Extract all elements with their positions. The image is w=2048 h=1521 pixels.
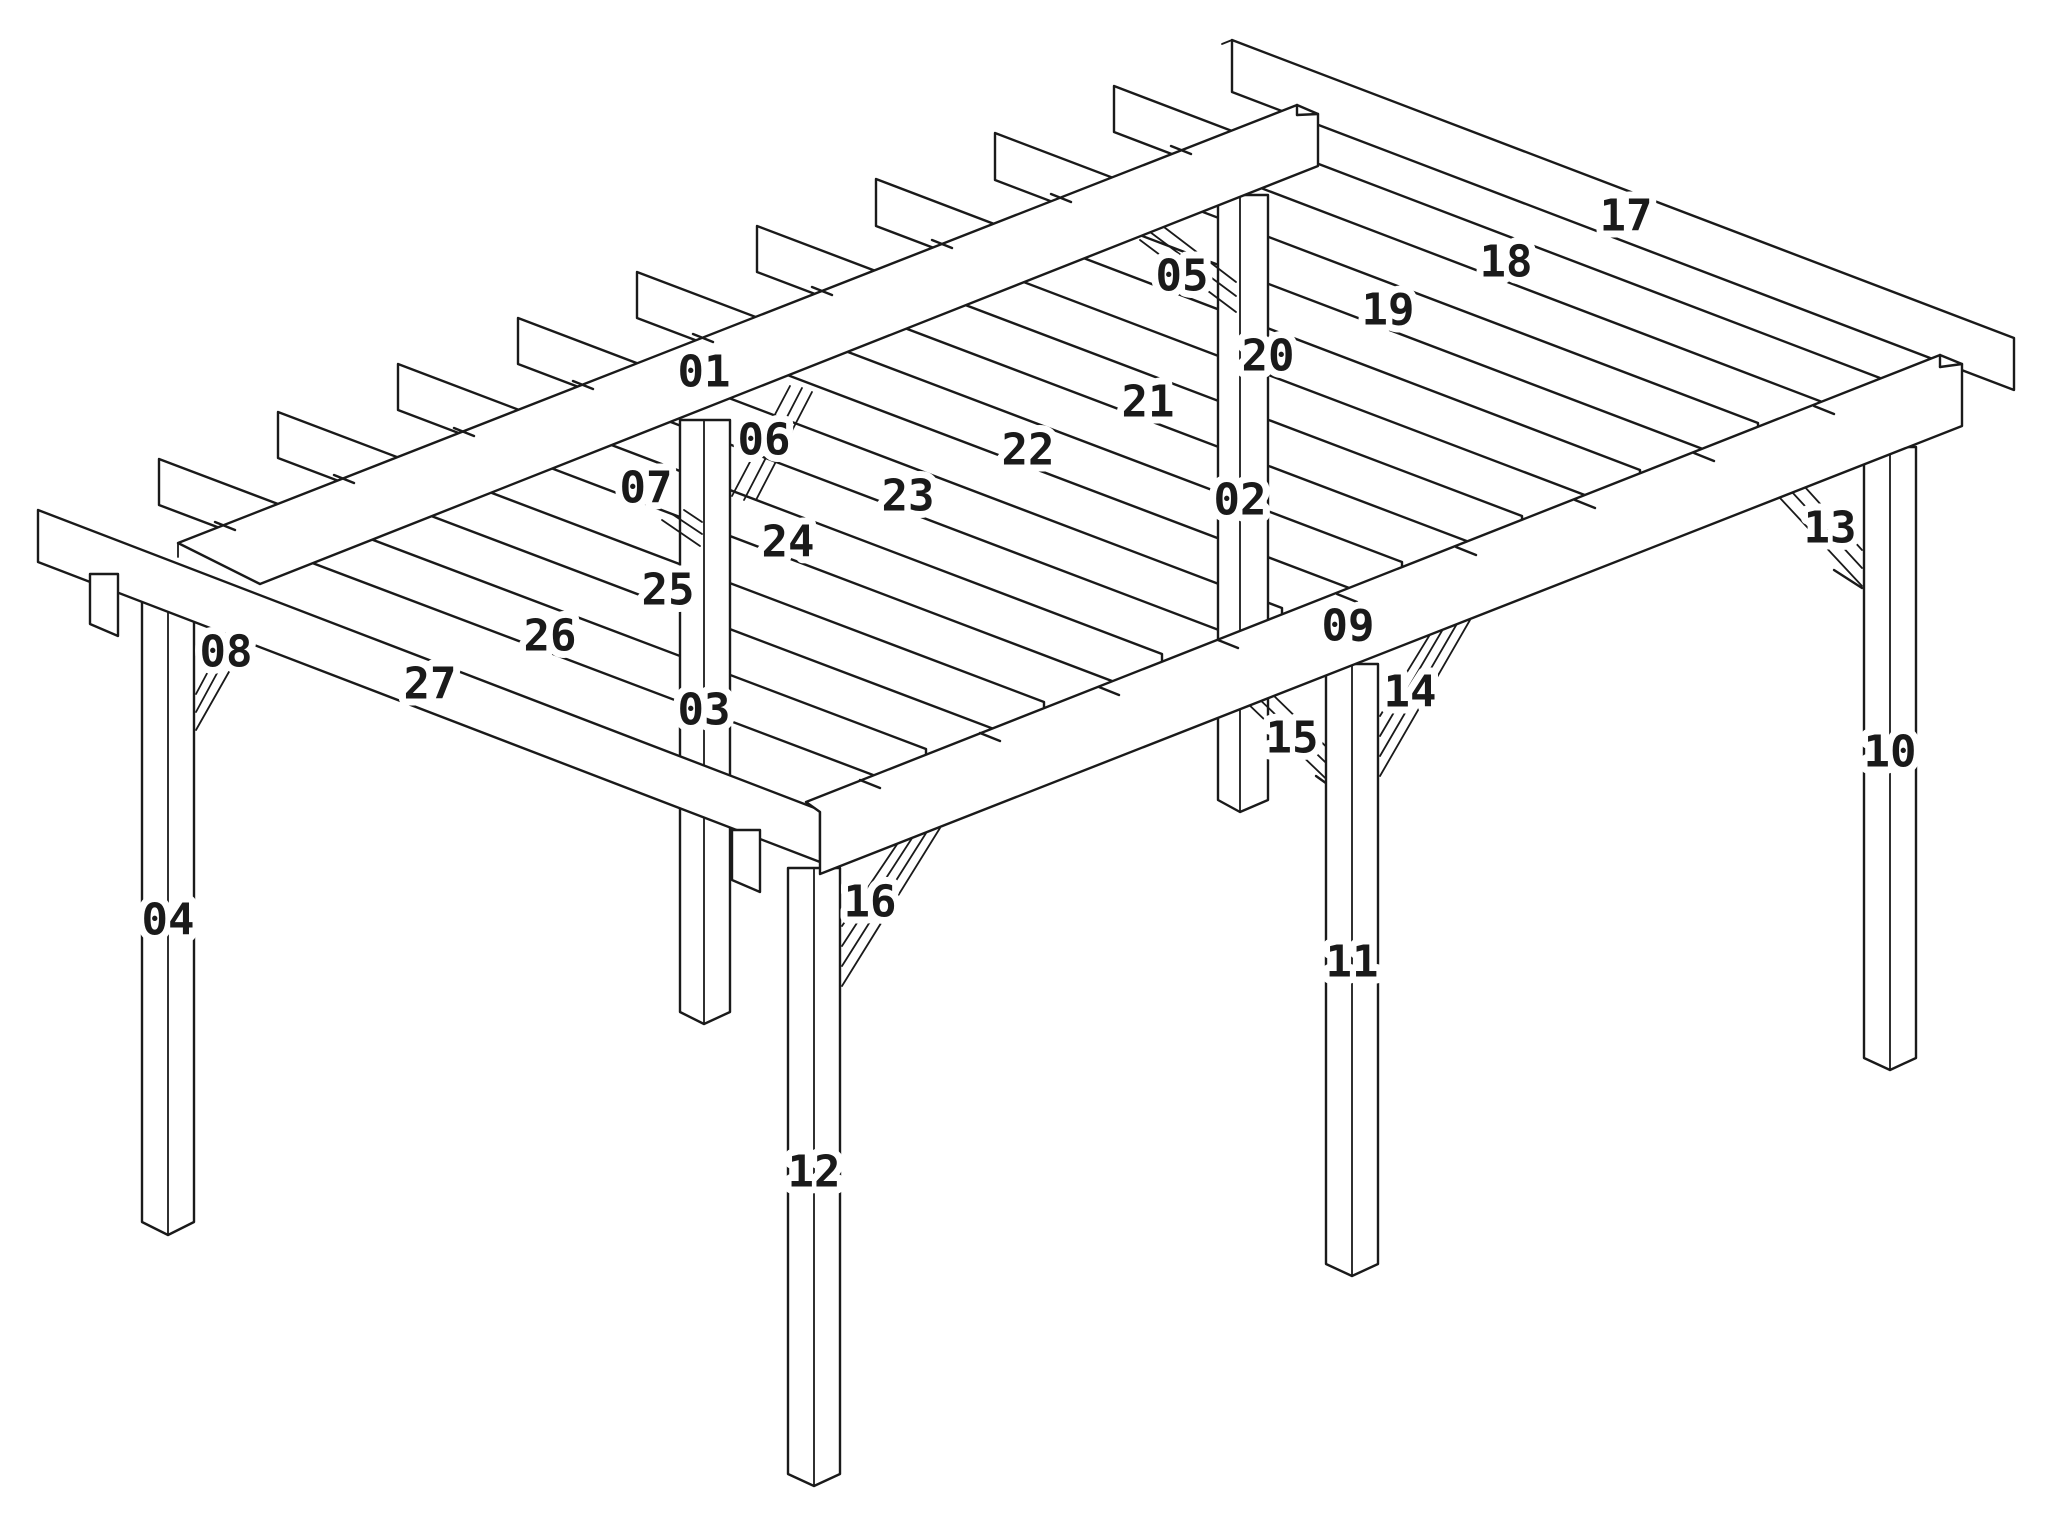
label-24: 24 [762, 517, 815, 568]
label-02: 02 [1214, 475, 1267, 526]
label-12: 12 [788, 1147, 841, 1198]
beam-notches [213, 144, 1836, 790]
label-14: 14 [1384, 667, 1437, 718]
brace-14 [1379, 619, 1471, 777]
label-20: 20 [1242, 331, 1295, 382]
brace-16 [841, 827, 941, 987]
label-27: 27 [404, 659, 457, 710]
brace-08 [195, 663, 231, 731]
label-13: 13 [1804, 503, 1857, 554]
label-15: 15 [1266, 713, 1319, 764]
label-07: 07 [620, 463, 673, 514]
label-06: 06 [738, 415, 791, 466]
label-18: 18 [1480, 237, 1533, 288]
brace-13 [1779, 485, 1864, 590]
label-05: 05 [1156, 251, 1209, 302]
beam-01 [176, 103, 1320, 586]
front-braces [195, 485, 1864, 987]
label-11: 11 [1326, 937, 1379, 988]
label-25: 25 [642, 565, 695, 616]
label-23: 23 [882, 471, 935, 522]
label-08: 08 [200, 627, 253, 678]
label-21: 21 [1122, 377, 1175, 428]
label-03: 03 [678, 685, 731, 736]
rafter-17 [1221, 38, 2016, 392]
post-11 [1324, 662, 1380, 1278]
label-04: 04 [142, 895, 195, 946]
label-16: 16 [844, 877, 897, 928]
label-17: 17 [1600, 191, 1653, 242]
label-22: 22 [1002, 425, 1055, 476]
brace-05 [1139, 223, 1237, 313]
part-callouts: 01 02 03 04 05 06 07 08 09 10 11 12 13 1… [135, 184, 1924, 1205]
label-10: 10 [1864, 727, 1917, 778]
brace-06 [731, 385, 813, 501]
label-19: 19 [1362, 285, 1415, 336]
label-09: 09 [1322, 601, 1375, 652]
post-03 [678, 418, 732, 1026]
brace-07 [661, 509, 703, 547]
label-01: 01 [678, 347, 731, 398]
label-26: 26 [524, 611, 577, 662]
beam-09 [804, 353, 1964, 876]
